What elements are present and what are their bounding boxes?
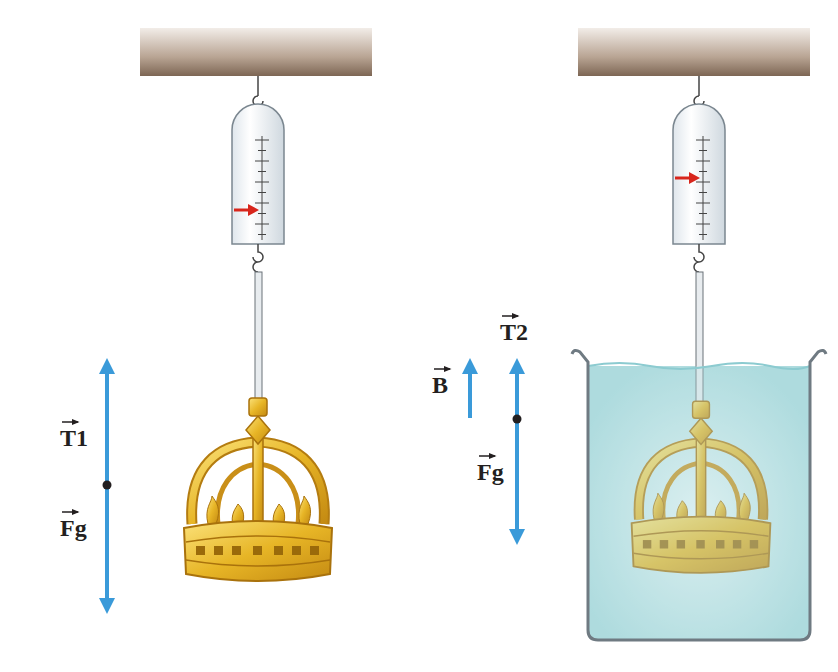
vector-label: T1 <box>60 426 88 450</box>
vector-label: Fg <box>60 516 87 540</box>
vector-label: T2 <box>500 320 528 344</box>
scale-axis <box>262 136 263 240</box>
vector-label: B <box>432 373 448 397</box>
scale-axis <box>703 136 704 240</box>
vector-label: Fg <box>477 460 504 484</box>
